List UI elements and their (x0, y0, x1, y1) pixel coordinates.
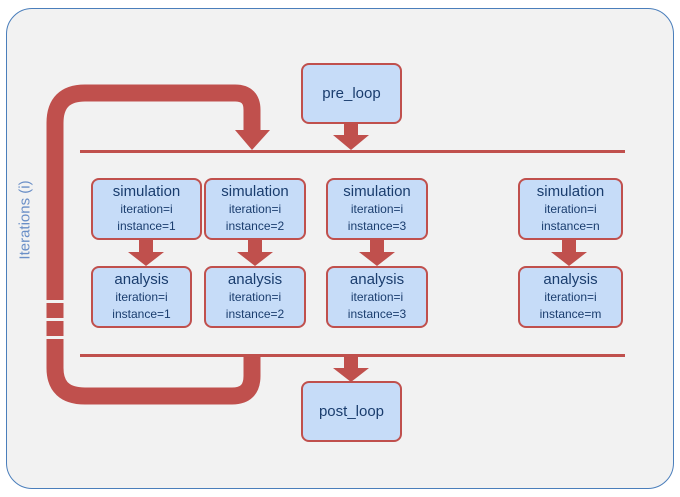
simulation-iteration: iteration=i (120, 202, 173, 216)
analysis-box-3: analysis iteration=i instance=3 (326, 266, 428, 328)
simulation-instance: instance=n (541, 219, 600, 233)
analysis-box-2: analysis iteration=i instance=2 (204, 266, 306, 328)
arrow-post-loop (333, 357, 369, 382)
analysis-instance: instance=1 (112, 307, 171, 321)
bottom-bar (80, 354, 625, 357)
simulation-instance: instance=1 (117, 219, 176, 233)
pre-loop-label: pre_loop (322, 84, 381, 102)
arrow-sim-analysis-2 (237, 240, 273, 266)
analysis-instance: instance=2 (225, 307, 285, 321)
analysis-title: analysis (543, 271, 598, 288)
analysis-iteration: iteration=i (350, 290, 404, 304)
analysis-instance: instance=3 (347, 307, 407, 321)
analysis-iteration: iteration=i (115, 290, 168, 304)
arrow-sim-analysis-4 (551, 240, 587, 266)
simulation-iteration: iteration=i (228, 202, 282, 216)
loop-arrowhead (235, 130, 270, 150)
simulation-box-3: simulation iteration=i instance=3 (326, 178, 428, 240)
loop-break-3 (44, 336, 66, 339)
loop-path (46, 84, 261, 405)
loop-break-2 (44, 318, 66, 321)
analysis-title: analysis (349, 271, 405, 288)
simulation-box-n: simulation iteration=i instance=n (518, 178, 623, 240)
simulation-title: simulation (112, 183, 181, 200)
simulation-title: simulation (221, 183, 289, 200)
simulation-iteration: iteration=i (544, 202, 597, 216)
pre-loop-box: pre_loop (301, 63, 402, 124)
post-loop-label: post_loop (318, 402, 385, 420)
analysis-box-1: analysis iteration=i instance=1 (91, 266, 192, 328)
iterations-label: Iterations (i) (16, 180, 34, 260)
simulation-instance: instance=2 (225, 219, 285, 233)
analysis-iteration: iteration=i (544, 290, 597, 304)
post-loop-box: post_loop (301, 381, 402, 442)
analysis-title: analysis (227, 271, 283, 288)
analysis-iteration: iteration=i (228, 290, 282, 304)
analysis-title: analysis (114, 271, 169, 288)
arrow-sim-analysis-1 (128, 240, 164, 266)
simulation-box-1: simulation iteration=i instance=1 (91, 178, 202, 240)
arrow-pre-loop (333, 124, 369, 150)
analysis-box-m: analysis iteration=i instance=m (518, 266, 623, 328)
arrow-sim-analysis-3 (359, 240, 395, 266)
simulation-title: simulation (536, 183, 605, 200)
top-bar (80, 150, 625, 153)
loop-break-1 (44, 300, 66, 303)
simulation-title: simulation (343, 183, 411, 200)
analysis-instance: instance=m (539, 307, 602, 321)
simulation-instance: instance=3 (347, 219, 407, 233)
simulation-iteration: iteration=i (350, 202, 404, 216)
simulation-box-2: simulation iteration=i instance=2 (204, 178, 306, 240)
